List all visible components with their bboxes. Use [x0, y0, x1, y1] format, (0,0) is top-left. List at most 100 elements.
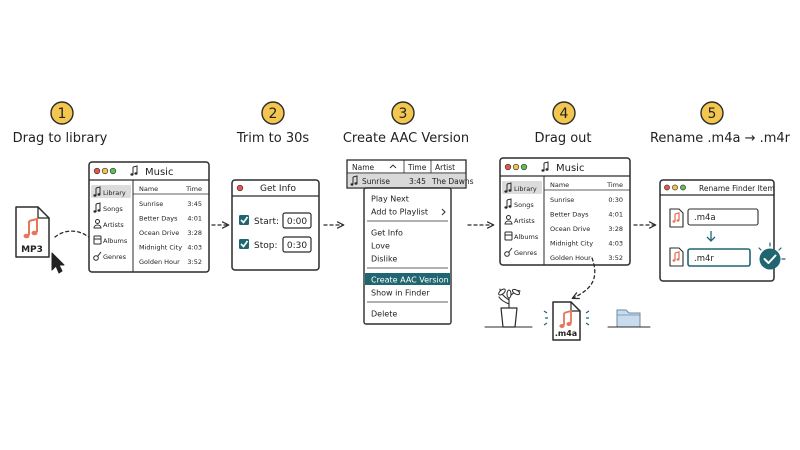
column-time[interactable]: Time [606, 181, 623, 189]
column-artist[interactable]: Artist [435, 163, 455, 172]
start-value: 0:00 [287, 217, 307, 227]
minimize-button[interactable] [672, 184, 678, 191]
step-5-number: 5 [708, 106, 717, 122]
step-2-header: 2 Trim to 30s [236, 101, 309, 146]
mp3-file-icon[interactable]: MP3 [15, 206, 50, 258]
menu-item-delete[interactable]: Delete [371, 310, 397, 319]
step-4-badge [552, 101, 576, 125]
step-4-header: 4 Drag out [535, 101, 592, 146]
sidebar-item-songs[interactable]: Songs [93, 202, 123, 213]
table-row[interactable]: Sunrise 0:30 [550, 196, 623, 204]
rename-window-title: Rename Finder Item [699, 184, 775, 193]
close-button[interactable] [93, 167, 101, 175]
start-label: Start: [254, 217, 279, 227]
folder-icon[interactable] [607, 309, 651, 328]
column-name[interactable]: Name [352, 163, 375, 172]
song-name: Better Days [550, 211, 589, 219]
song-time: 4:01 [608, 211, 623, 219]
song-time: 0:30 [608, 196, 623, 204]
to-name-field[interactable] [687, 248, 751, 267]
sidebar-item-songs[interactable]: Songs [504, 198, 534, 209]
to-name-value: .m4r [694, 254, 714, 264]
zoom-button[interactable] [680, 184, 686, 191]
close-button[interactable] [664, 184, 670, 191]
music-note-icon [504, 182, 512, 193]
menu-item-show-in-finder[interactable]: Show in Finder [371, 289, 430, 298]
menu-item-love[interactable]: Love [371, 242, 390, 251]
step-2-badge [261, 101, 285, 125]
music-note-icon [504, 198, 512, 209]
step-5-badge [700, 101, 724, 125]
album-icon [93, 235, 102, 245]
start-field[interactable] [282, 212, 312, 229]
m4a-file-icon[interactable]: .m4a [543, 301, 590, 341]
menu-item-add-to-playlist[interactable]: Add to Playlist [371, 208, 446, 217]
song-time: 4:01 [187, 215, 202, 223]
minimize-button[interactable] [512, 163, 520, 171]
step-1-badge [50, 101, 74, 125]
sidebar-item-albums[interactable]: Albums [504, 231, 539, 241]
zoom-button[interactable] [109, 167, 117, 175]
sidebar-item-label: Artists [103, 221, 124, 229]
menu-item-get-info[interactable]: Get Info [371, 229, 403, 238]
column-time[interactable]: Time [185, 185, 202, 193]
zoom-button[interactable] [520, 163, 528, 171]
song-time: 3:45 [187, 200, 202, 208]
column-name[interactable]: Name [550, 181, 569, 189]
sidebar-item-genres[interactable]: Genres [93, 251, 127, 261]
sidebar-item-albums[interactable]: Albums [93, 235, 128, 245]
menu-item-dislike[interactable]: Dislike [371, 255, 397, 264]
song-name: Better Days [139, 215, 178, 223]
column-name[interactable]: Name [139, 185, 158, 193]
song-artist: The Dawns [431, 177, 474, 186]
song-name: Ocean Drive [550, 225, 590, 233]
table-row[interactable]: Better Days 4:01 [550, 211, 623, 219]
song-table: Name Time Artist Sunrise 3:45 The Dawns [346, 159, 474, 189]
step-1-title: Drag to library [13, 131, 108, 146]
from-name-field[interactable] [687, 208, 759, 226]
step-3-badge [391, 101, 415, 125]
rename-window: Rename Finder Item .m4a .m4r [659, 179, 786, 282]
checkmark-icon [758, 242, 786, 270]
close-button[interactable] [236, 184, 244, 192]
selected-song-row[interactable] [348, 174, 465, 187]
sidebar-item-label: Library [103, 189, 126, 197]
sidebar-item-artists[interactable]: Artists [504, 215, 535, 226]
album-icon [504, 231, 513, 241]
music-window-step4: MusicLibrarySongsArtistsAlbumsGenresName… [499, 157, 631, 266]
minimize-button[interactable] [101, 167, 109, 175]
music-note-icon [559, 309, 572, 328]
song-name: Golden Hour [550, 254, 591, 262]
sidebar-item-library[interactable]: Library [91, 185, 131, 198]
sidebar-item-label: Albums [103, 237, 128, 245]
menu-item-create-aac-version[interactable]: Create AAC Version [365, 273, 450, 285]
menu-item-play-next[interactable]: Play Next [371, 195, 409, 204]
close-button[interactable] [504, 163, 512, 171]
sidebar-item-library[interactable]: Library [502, 181, 542, 194]
menu-item-label: Get Info [371, 229, 403, 238]
stop-label: Stop: [254, 241, 278, 251]
start-checkbox[interactable] [239, 215, 249, 225]
stop-checkbox[interactable] [239, 239, 249, 249]
stop-field[interactable] [282, 236, 312, 253]
sidebar-item-genres[interactable]: Genres [504, 247, 538, 257]
menu-item-label: Delete [371, 310, 397, 319]
step-4-number: 4 [560, 106, 569, 122]
sidebar-item-label: Artists [514, 217, 535, 225]
song-name: Sunrise [550, 196, 574, 204]
table-row[interactable]: Better Days 4:01 [139, 215, 202, 223]
sidebar-item-label: Genres [103, 253, 127, 261]
step-3-number: 3 [399, 106, 408, 122]
stop-value: 0:30 [287, 241, 307, 251]
song-name: Midnight City [139, 244, 182, 252]
sidebar-item-artists[interactable]: Artists [93, 219, 124, 230]
column-time[interactable]: Time [407, 163, 427, 172]
